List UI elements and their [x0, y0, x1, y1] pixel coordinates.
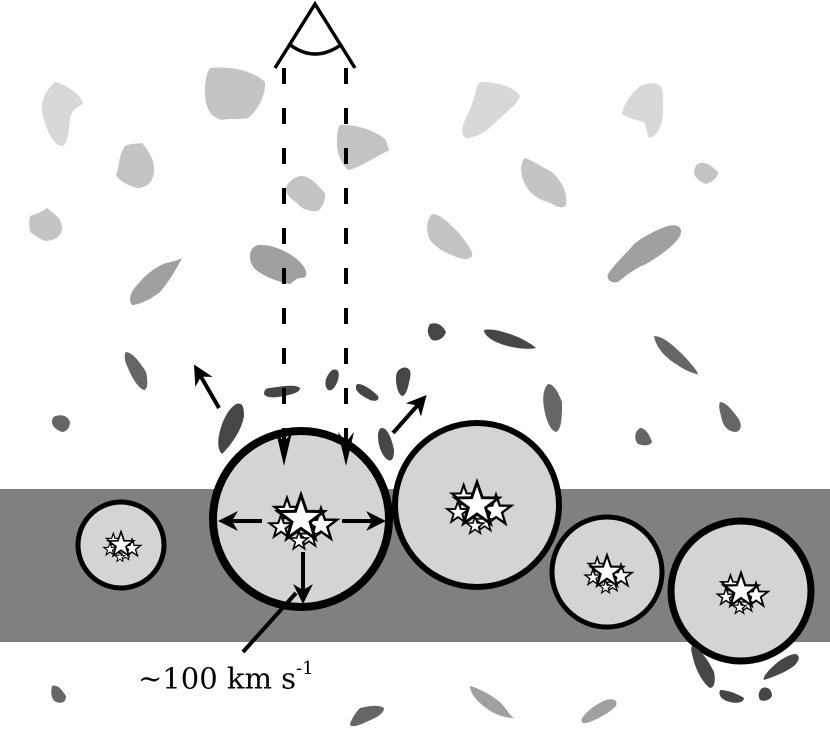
cloud [29, 208, 62, 241]
eye-icon [273, 0, 357, 69]
velocity-label-exponent: -1 [296, 658, 314, 679]
clump [350, 705, 384, 727]
velocity-label: ~100 km s-1 [138, 660, 314, 696]
clump [378, 428, 394, 461]
clump [51, 685, 66, 703]
clump [325, 369, 339, 391]
sightline-right-arrowhead [338, 432, 354, 466]
upper-cloud-layer [29, 67, 718, 305]
expanding-bubble [209, 427, 393, 611]
cloud [694, 162, 718, 184]
expanding-bubble [392, 420, 562, 590]
clump [543, 384, 562, 432]
bubble-layer [75, 420, 815, 665]
dense-clump-layer [52, 323, 741, 461]
cloud [607, 225, 682, 283]
cloud [249, 244, 307, 284]
clump [396, 367, 411, 396]
cloud [205, 67, 266, 120]
outflow-arrows [194, 364, 427, 435]
clump [763, 654, 799, 680]
sightlines [276, 68, 354, 466]
clump [719, 402, 741, 432]
expanding-bubble [75, 499, 167, 591]
below-disk-clumps [51, 646, 799, 727]
clump [758, 687, 772, 701]
velocity-leader-line [241, 591, 298, 654]
arrow-outflow-left [194, 364, 221, 409]
cloud [521, 158, 567, 208]
clump [654, 336, 698, 374]
clump [470, 686, 514, 718]
clump [52, 415, 70, 432]
expanding-bubble [667, 517, 815, 665]
clump [356, 384, 379, 401]
cloud [130, 258, 182, 305]
sightline-left-arrowhead [276, 432, 292, 466]
clump [124, 352, 148, 390]
clump [581, 699, 617, 724]
cloud [285, 175, 326, 212]
expanding-bubble [549, 514, 665, 630]
cloud [336, 124, 389, 170]
arrow-outflow-right [391, 395, 427, 435]
clump [635, 428, 652, 446]
cloud [462, 82, 520, 138]
clump [719, 690, 744, 703]
clump [427, 323, 446, 341]
cloud [427, 214, 473, 259]
cloud [116, 143, 155, 188]
cloud [622, 83, 664, 138]
cloud [42, 82, 83, 146]
clump [218, 403, 244, 454]
velocity-label-main: ~100 km s [138, 661, 297, 696]
clump [691, 646, 715, 688]
clump [484, 329, 536, 349]
